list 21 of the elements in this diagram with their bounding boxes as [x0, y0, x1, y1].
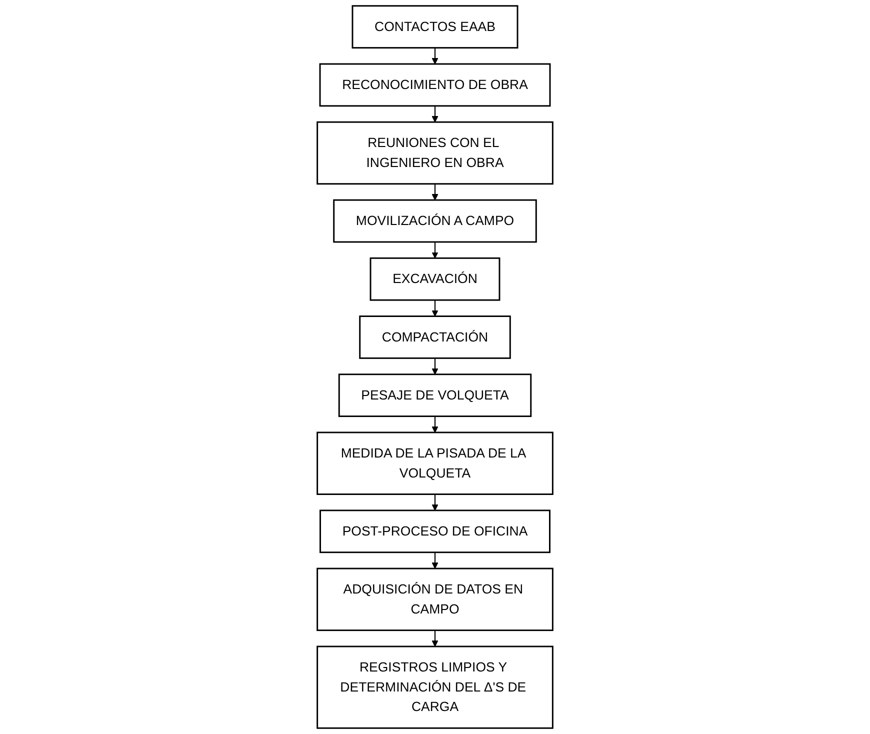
node-box: PESAJE DE VOLQUETA: [338, 374, 532, 417]
node-box: COMPACTACIÓN: [359, 316, 511, 359]
arrow: [432, 184, 438, 200]
node-box: REUNIONES CON EL INGENIERO EN OBRA: [316, 121, 554, 185]
arrow: [432, 358, 438, 375]
node-box: POST-PROCESO DE OFICINA: [320, 510, 550, 554]
arrow: [432, 300, 438, 317]
node-box: MEDIDA DE LA PISADA DE LA VOLQUETA: [316, 432, 554, 495]
node-box: EXCAVACIÓN: [370, 257, 500, 301]
arrow: [432, 48, 438, 64]
arrow: [432, 416, 438, 433]
node-box: MOVILIZACIÓN A CAMPO: [333, 199, 537, 243]
node-box: RECONOCIMIENTO DE OBRA: [319, 63, 551, 107]
arrow: [432, 242, 438, 258]
arrow: [432, 552, 438, 569]
node-box: CONTACTOS EAAB: [352, 5, 518, 49]
node-box: ADQUISICIÓN DE DATOS EN CAMPO: [316, 568, 554, 632]
arrow: [432, 106, 438, 122]
node-box: REGISTROS LIMPIOS Y DETERMINACIÓN DEL Δ'S DE CARGA: [316, 646, 554, 729]
arrow: [432, 630, 438, 647]
arrow: [432, 494, 438, 511]
